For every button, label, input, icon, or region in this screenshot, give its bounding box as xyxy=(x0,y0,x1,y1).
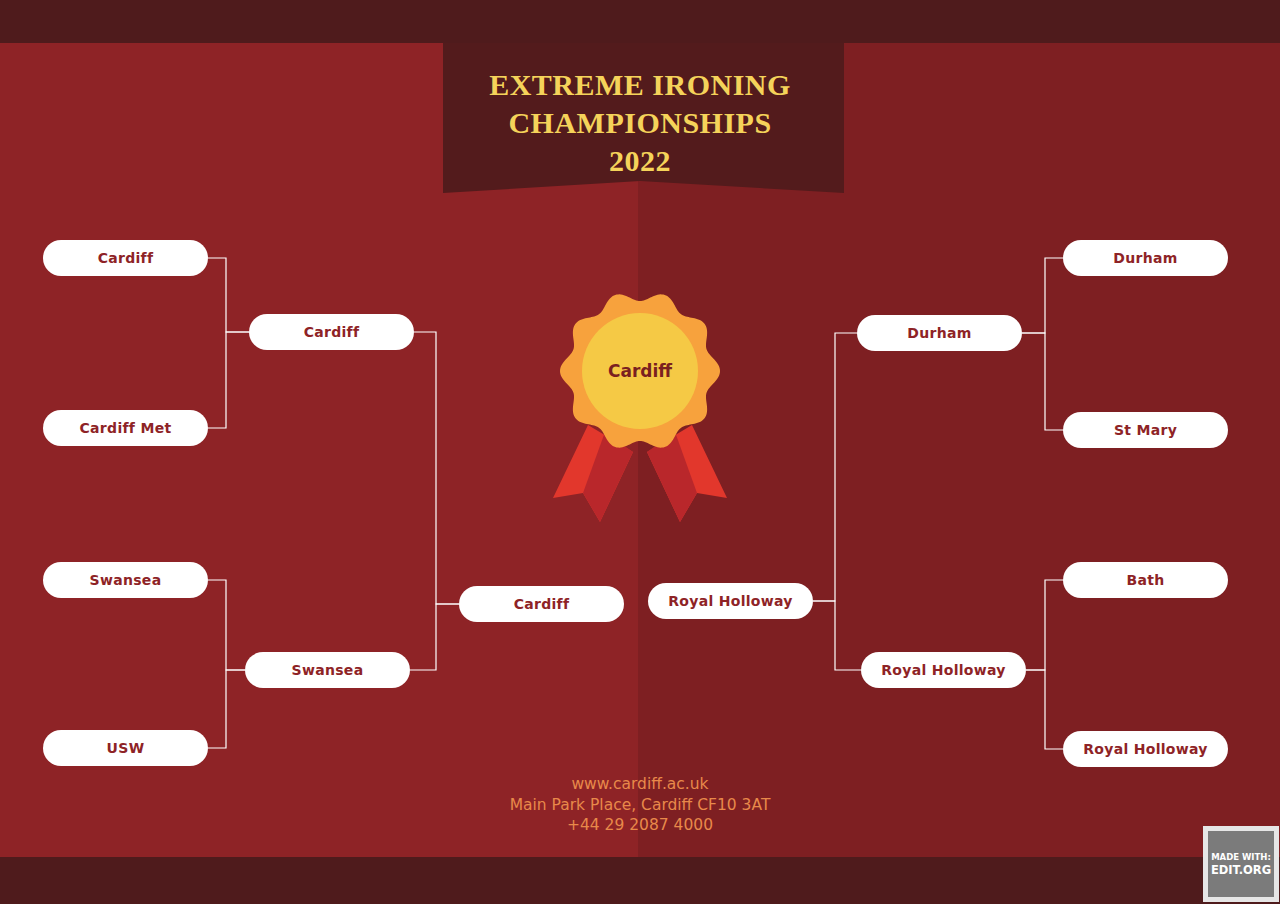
bracket-line xyxy=(1022,258,1063,333)
team-box: Cardiff Met xyxy=(43,410,208,446)
team-name: Royal Holloway xyxy=(1083,741,1207,757)
team-name: Durham xyxy=(1113,250,1177,266)
bracket-line xyxy=(208,580,245,670)
contact-line: www.cardiff.ac.uk xyxy=(340,774,940,795)
team-box: Royal Holloway xyxy=(648,583,813,619)
team-box: Cardiff xyxy=(249,314,414,350)
bracket-line xyxy=(410,604,459,670)
watermark-frame xyxy=(1203,826,1279,902)
bracket-line xyxy=(813,601,861,670)
team-box: USW xyxy=(43,730,208,766)
bracket-line xyxy=(813,333,857,601)
team-name: Swansea xyxy=(292,662,364,678)
team-name: Cardiff xyxy=(608,361,672,381)
bracket-line xyxy=(414,332,459,604)
bracket-line xyxy=(208,258,249,332)
team-name: Royal Holloway xyxy=(668,593,792,609)
winner-medal: Cardiff xyxy=(560,291,720,451)
team-box: Cardiff xyxy=(459,586,624,622)
top-bar xyxy=(0,0,1280,43)
team-box: Cardiff xyxy=(43,240,208,276)
team-name: Cardiff xyxy=(304,324,360,340)
team-name: Bath xyxy=(1127,572,1165,588)
title: EXTREME IRONING CHAMPIONSHIPS 2022 xyxy=(485,66,795,180)
team-box: Bath xyxy=(1063,562,1228,598)
bracket-line xyxy=(208,670,245,748)
team-name: USW xyxy=(107,740,145,756)
contact-line: Main Park Place, Cardiff CF10 3AT xyxy=(340,795,940,816)
team-name: Durham xyxy=(907,325,971,341)
team-name: Royal Holloway xyxy=(881,662,1005,678)
watermark: MADE WITH:EDIT.ORG xyxy=(1208,831,1274,897)
bracket-line xyxy=(1026,580,1063,670)
contact-line: +44 29 2087 4000 xyxy=(340,815,940,836)
bracket-line xyxy=(208,332,249,428)
title-banner xyxy=(443,43,844,193)
team-name: Swansea xyxy=(90,572,162,588)
bottom-bar xyxy=(0,857,1280,904)
watermark-text: EDIT.ORG xyxy=(1211,863,1271,877)
team-name: Cardiff Met xyxy=(80,420,172,436)
team-name: Cardiff xyxy=(98,250,154,266)
team-box: Durham xyxy=(1063,240,1228,276)
team-box: Durham xyxy=(857,315,1022,351)
footer: www.cardiff.ac.ukMain Park Place, Cardif… xyxy=(340,774,940,836)
bracket-line xyxy=(1022,333,1063,430)
team-box: St Mary xyxy=(1063,412,1228,448)
team-name: Cardiff xyxy=(514,596,570,612)
team-box: Swansea xyxy=(245,652,410,688)
team-name: St Mary xyxy=(1114,422,1177,438)
team-box: Royal Holloway xyxy=(861,652,1026,688)
team-box: Swansea xyxy=(43,562,208,598)
team-box: Royal Holloway xyxy=(1063,731,1228,767)
bracket-line xyxy=(1026,670,1063,749)
watermark-text: MADE WITH: xyxy=(1211,852,1271,863)
